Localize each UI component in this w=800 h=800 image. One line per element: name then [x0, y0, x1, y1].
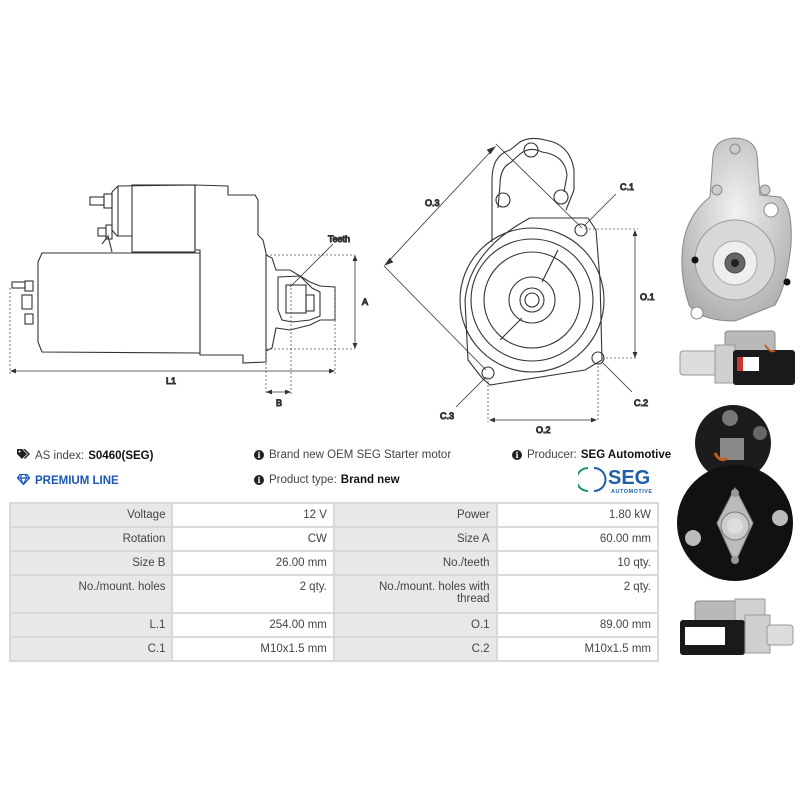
hole-c1-label: C.1: [620, 182, 634, 192]
side-photo-2: [675, 595, 797, 660]
dim-o1-label: O.1: [640, 292, 655, 302]
table-row: Voltage 12 V Power 1.80 kW: [8, 502, 660, 528]
spec-value: 10 qty.: [495, 550, 660, 576]
spec-label: No./mount. holes: [8, 574, 174, 614]
spec-value: 1.80 kW: [495, 502, 660, 528]
spec-label: Power: [332, 502, 498, 528]
product-type-label: Product type:: [269, 474, 337, 486]
product-type: i Product type: Brand new: [254, 474, 400, 486]
as-index: AS index: S0460(SEG): [17, 449, 153, 462]
spec-value: 12 V: [171, 502, 335, 528]
spec-label: Voltage: [8, 502, 174, 528]
diamond-icon: [16, 473, 31, 488]
product-type-value: Brand new: [340, 474, 400, 486]
table-row: No./mount. holes 2 qty. No./mount. holes…: [8, 574, 660, 614]
spec-value: CW: [171, 526, 335, 552]
dim-a-label: A: [362, 297, 368, 307]
info-icon: i: [254, 450, 264, 460]
rear-photo: [675, 398, 797, 588]
producer: i Producer: SEG Automotive: [512, 449, 671, 461]
front-view-drawing: O.3 C.1 O.1 C.2 C.3 O.2: [370, 130, 670, 440]
info-icon: i: [512, 450, 522, 460]
spec-label: C.2: [332, 636, 498, 662]
dim-o2-label: O.2: [536, 425, 551, 435]
spec-value: 2 qty.: [171, 574, 335, 614]
product-description: i Brand new OEM SEG Starter motor: [254, 449, 451, 461]
spec-value: 26.00 mm: [171, 550, 335, 576]
table-row: Size B 26.00 mm No./teeth 10 qty.: [8, 550, 660, 576]
dim-o3-label: O.3: [425, 198, 440, 208]
spec-label: O.1: [332, 612, 498, 638]
as-index-label: AS index:: [35, 449, 85, 462]
specs-table: Voltage 12 V Power 1.80 kW Rotation CW S…: [8, 502, 660, 662]
hole-c3-label: C.3: [440, 411, 454, 421]
spec-label: No./teeth: [332, 550, 498, 576]
spec-label: Size B: [8, 550, 174, 576]
info-icon: i: [254, 475, 264, 485]
spec-label: L.1: [8, 612, 174, 638]
premium-line-badge: PREMIUM LINE: [16, 473, 119, 488]
dim-l1-label: L1: [166, 376, 176, 386]
spec-value: 60.00 mm: [495, 526, 660, 552]
as-index-value: S0460(SEG): [88, 449, 154, 462]
side-view-drawing: Teeth A L1 B: [0, 170, 370, 410]
spec-value: 254.00 mm: [171, 612, 335, 638]
spec-value: M10x1.5 mm: [495, 636, 660, 662]
spec-label: Size A: [332, 526, 498, 552]
table-row: Rotation CW Size A 60.00 mm: [8, 526, 660, 552]
seg-automotive-logo: SEG AUTOMOTIVE: [575, 465, 664, 495]
spec-label: Rotation: [8, 526, 174, 552]
table-row: C.1 M10x1.5 mm C.2 M10x1.5 mm: [8, 636, 660, 662]
side-photo-1: [675, 325, 797, 390]
spec-value: 89.00 mm: [495, 612, 660, 638]
spec-label: C.1: [8, 636, 174, 662]
hole-c2-label: C.2: [634, 398, 648, 408]
tags-icon: [17, 449, 30, 462]
teeth-label: Teeth: [328, 234, 350, 244]
producer-value: SEG Automotive: [580, 449, 672, 461]
logo-main-text: SEG: [608, 467, 650, 489]
spec-value: 2 qty.: [495, 574, 660, 614]
logo-sub-text: AUTOMOTIVE: [611, 489, 653, 495]
producer-label: Producer:: [527, 449, 577, 461]
description-text: Brand new OEM SEG Starter motor: [269, 449, 452, 461]
spec-label: No./mount. holes with thread: [332, 574, 498, 614]
spec-value: M10x1.5 mm: [171, 636, 335, 662]
premium-line-label: PREMIUM LINE: [35, 475, 119, 487]
front-flange-photo: [675, 135, 797, 325]
table-row: L.1 254.00 mm O.1 89.00 mm: [8, 612, 660, 638]
dim-b-label: B: [276, 398, 282, 408]
